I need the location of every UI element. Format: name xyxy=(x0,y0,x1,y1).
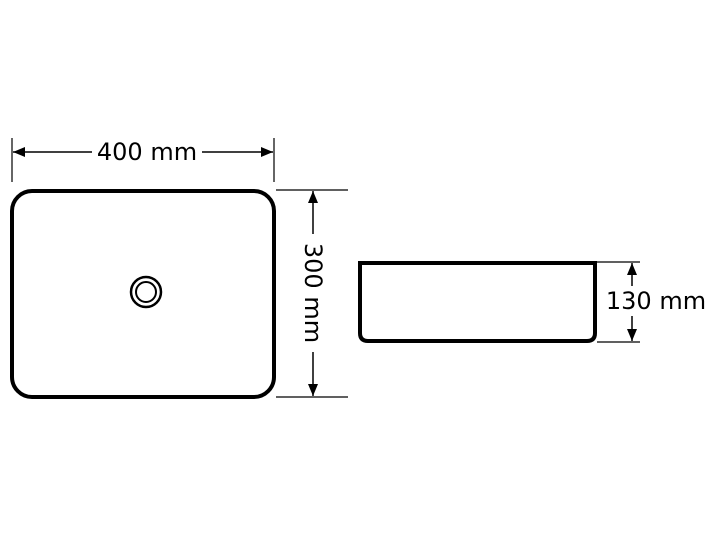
side-view xyxy=(358,261,597,343)
basin-top-outline xyxy=(10,189,276,399)
drain-icon xyxy=(129,275,163,309)
height-label: 130 mm xyxy=(606,287,706,315)
basin-side-outline xyxy=(358,261,597,343)
width-dimension: 400 mm xyxy=(11,138,275,182)
depth-label: 300 mm xyxy=(299,243,327,343)
width-label: 400 mm xyxy=(97,138,197,166)
depth-dimension: 300 mm xyxy=(276,189,348,398)
height-dimension: 130 mm xyxy=(597,261,706,343)
top-view xyxy=(10,189,276,399)
